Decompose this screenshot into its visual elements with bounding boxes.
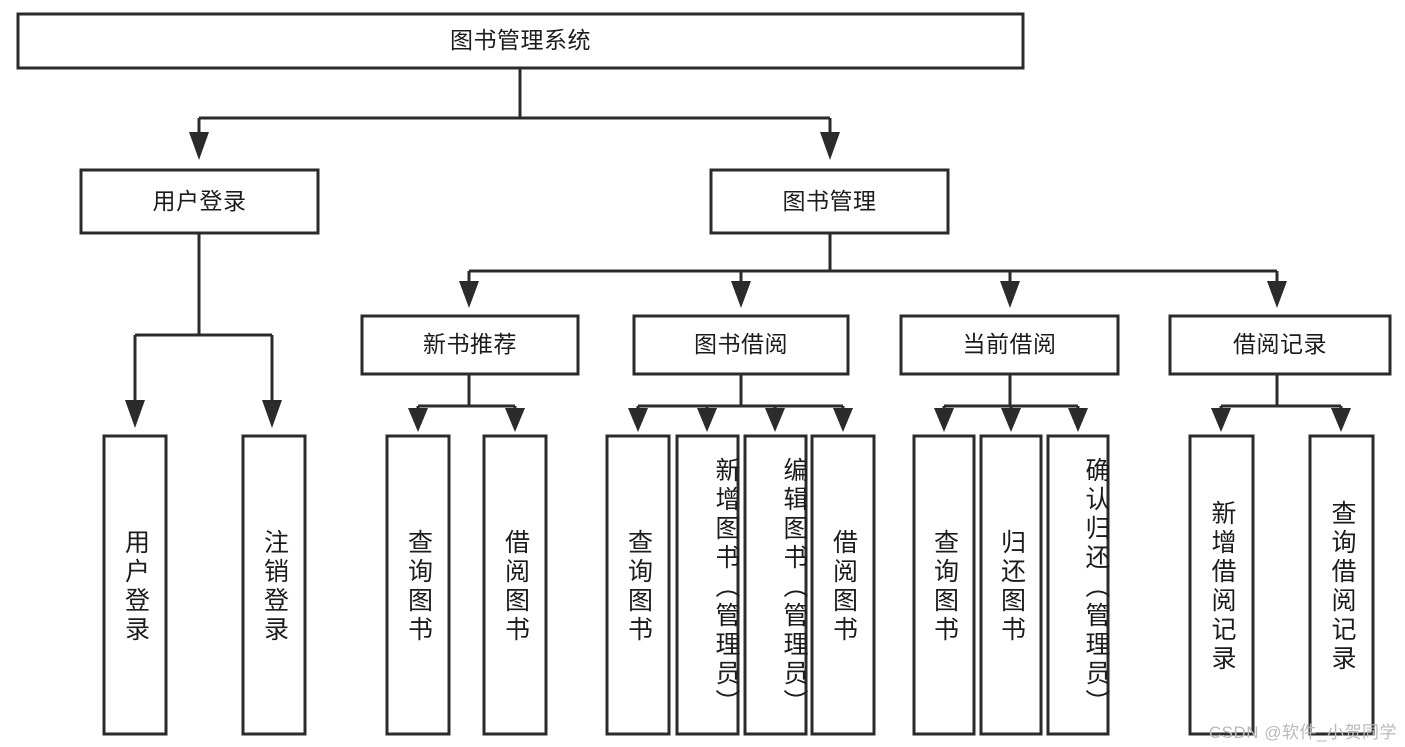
arrow-head-bb-leaf1 [628,408,648,432]
leaf-box-bb-edit-book[interactable] [743,434,808,736]
arrow-head-br-leaf2 [1331,408,1351,432]
arrow-head-nb-leaf2 [505,408,525,432]
arrow-head-bb-leaf2 [697,408,717,432]
leaf-box-bb-borrow-book[interactable] [810,434,876,736]
arrow-head-nb-leaf1 [408,408,428,432]
node-box-user-login[interactable] [79,168,320,235]
arrow-head-borrow-record [1267,281,1287,308]
arrow-head-current-borrow [1000,281,1020,308]
arrow-head-cb-leaf3 [1068,408,1088,432]
arrow-head-bb-leaf3 [765,408,785,432]
arrow-head-br-leaf1 [1211,408,1231,432]
node-box-book-borrow[interactable] [632,314,850,376]
leaf-box-br-query-record[interactable] [1308,434,1375,736]
node-box-current-borrow[interactable] [899,314,1120,376]
arrow-head-cb-leaf1 [934,408,954,432]
leaf-box-cb-confirm-return[interactable] [1046,434,1110,736]
node-box-root[interactable] [16,12,1025,70]
leaf-box-cb-return-book[interactable] [979,434,1043,736]
arrow-head-leaf-logout [262,400,282,428]
leaf-box-nb-borrow-book[interactable] [482,434,548,736]
arrow-head-book-borrow [731,281,751,308]
node-box-new-book-recommend[interactable] [360,314,580,376]
node-box-borrow-record[interactable] [1168,314,1392,376]
node-box-book-management[interactable] [709,168,950,235]
leaf-box-nb-query-book[interactable] [385,434,451,736]
arrow-head-cb-leaf2 [1001,408,1021,432]
leaf-box-logout[interactable] [241,434,307,736]
leaf-box-user-login[interactable] [102,434,168,736]
leaf-box-bb-add-book[interactable] [675,434,740,736]
arrow-head-book-mgmt [820,132,840,160]
arrow-head-bb-leaf4 [833,408,853,432]
leaf-box-cb-query-book[interactable] [912,434,976,736]
arrow-head-new-book-rec [459,281,479,308]
leaf-box-bb-query-book[interactable] [605,434,671,736]
arrow-head-leaf-user-login [125,400,145,428]
arrow-head-user-login [189,132,209,160]
leaf-box-br-add-record[interactable] [1188,434,1255,736]
